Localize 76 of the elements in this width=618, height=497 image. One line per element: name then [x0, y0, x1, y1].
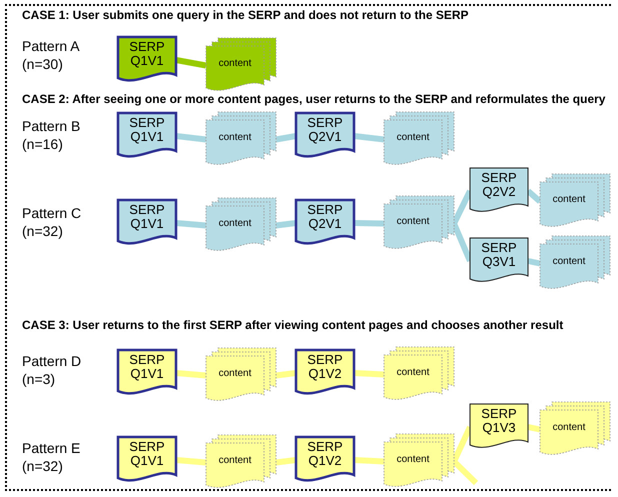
serp-page	[118, 350, 176, 396]
node-label: SERP Q1V1	[128, 353, 166, 382]
connector-line	[275, 133, 297, 142]
content-page-stack	[540, 236, 610, 291]
node-label: content	[218, 132, 252, 143]
node-label: SERP Q3V1	[480, 241, 518, 270]
content-page-stack	[206, 38, 276, 93]
node-label: content	[396, 132, 430, 143]
serp-page	[470, 238, 528, 284]
node-label: SERP Q2V1	[306, 203, 344, 232]
content-page-stack	[206, 435, 276, 490]
connector-line	[276, 457, 296, 466]
connector-line	[354, 457, 384, 464]
connector-line	[354, 220, 384, 226]
serp-page	[470, 404, 528, 450]
serp-page	[296, 350, 354, 396]
connector-line	[276, 370, 296, 378]
pattern-label: Pattern B	[22, 118, 80, 134]
serp-page	[470, 168, 528, 214]
case-heading: CASE 1: User submits one query in the SERP and does not return to the SERP	[22, 8, 469, 22]
content-page-stack	[384, 434, 454, 489]
content-page-stack	[384, 112, 454, 167]
node-label: SERP Q1V1	[128, 116, 166, 145]
connector-line	[276, 220, 296, 228]
content-page-stack	[206, 112, 276, 167]
node-label: SERP Q1V2	[306, 440, 344, 469]
content-page-stack	[540, 174, 610, 229]
serp-page	[118, 37, 176, 83]
node-label: content	[396, 367, 430, 378]
connector-line	[354, 133, 384, 142]
content-page-stack	[384, 347, 454, 402]
connector-line	[527, 258, 541, 266]
node-label: SERP Q1V1	[128, 203, 166, 232]
serp-page	[118, 200, 176, 246]
node-label: content	[218, 368, 252, 379]
pattern-label: Pattern C	[22, 205, 82, 221]
content-page-stack	[206, 198, 276, 253]
pattern-label: Pattern A	[22, 38, 80, 54]
node-label: SERP Q1V1	[128, 40, 166, 69]
content-page-stack	[384, 196, 454, 251]
serp-page	[118, 113, 176, 159]
node-label: SERP Q2V1	[306, 116, 344, 145]
pattern-label: (n=32)	[22, 458, 63, 474]
node-label: SERP Q1V1	[128, 440, 166, 469]
serp-page	[118, 437, 176, 483]
node-label: content	[218, 58, 252, 69]
content-page-stack	[540, 402, 610, 457]
connector-line	[354, 370, 384, 378]
connector-line	[176, 220, 206, 228]
node-label: content	[552, 194, 586, 205]
case-heading: CASE 3: User returns to the first SERP after viewing content pages and chooses another result	[22, 318, 564, 332]
node-label: content	[552, 256, 586, 267]
content-page-stack	[206, 348, 276, 403]
connector-line	[175, 57, 207, 68]
pattern-label: (n=16)	[22, 136, 63, 152]
node-label: content	[218, 218, 252, 229]
serp-page	[296, 113, 354, 159]
pattern-label: (n=30)	[22, 56, 63, 72]
connector-line	[176, 457, 206, 466]
node-label: SERP Q1V2	[306, 353, 344, 382]
pattern-label: (n=3)	[22, 371, 56, 387]
node-label: content	[552, 422, 586, 433]
node-label: SERP Q1V3	[480, 407, 518, 436]
connector-line	[176, 370, 206, 378]
pattern-label: (n=32)	[22, 223, 63, 239]
case-heading: CASE 2: After seeing one or more content pages, user returns to the SERP and reformulates the query	[22, 92, 606, 106]
connector-line	[527, 424, 541, 432]
pattern-label: Pattern D	[22, 353, 82, 369]
pattern-label: Pattern E	[22, 440, 80, 456]
node-label: content	[396, 216, 430, 227]
serp-page	[296, 437, 354, 483]
node-label: SERP Q2V2	[480, 171, 518, 200]
node-label: content	[218, 455, 252, 466]
connector-line	[176, 133, 206, 142]
serp-page	[296, 200, 354, 246]
node-label: content	[396, 454, 430, 465]
